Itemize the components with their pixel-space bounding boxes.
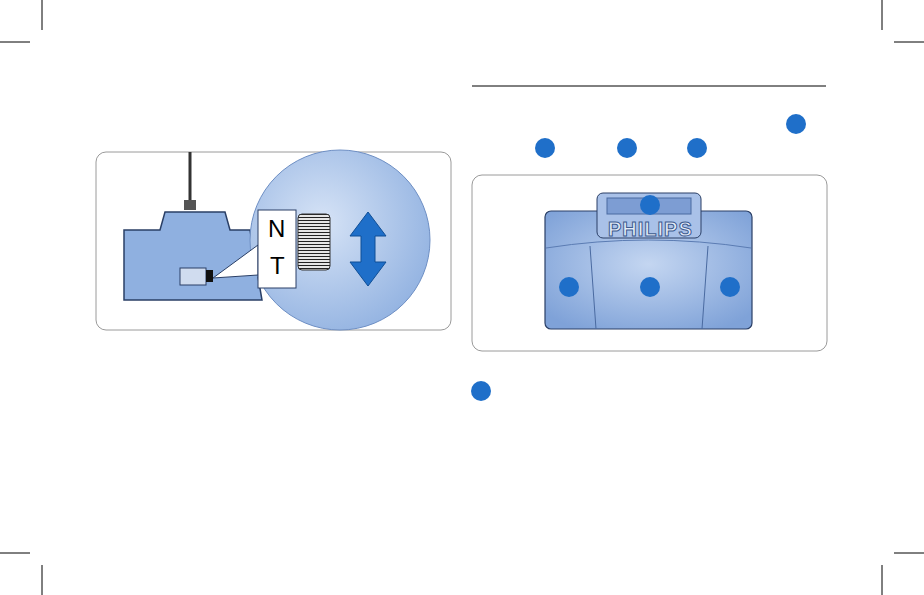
magnifier-pointer [213,245,258,278]
cable-plug [184,200,196,210]
switch-recess [180,268,206,285]
pedal-top [597,193,701,238]
foot-pedal-body [545,211,752,329]
magnifier [250,150,430,330]
double-arrow [350,212,386,286]
figure-frame [472,175,827,351]
callout-circles [559,195,740,297]
switch-slider-small [206,270,213,282]
pedal-edge [546,240,751,248]
label-plate [258,210,296,288]
cable [189,152,192,202]
switch-slider [298,214,330,270]
switch-position-label: T [270,254,285,278]
heading-rule [472,86,826,87]
pedal-separators [590,246,708,329]
brand-logo: PHILIPS [608,219,693,239]
foot-switch-base [124,212,262,300]
switch-position-label: N [268,217,285,241]
